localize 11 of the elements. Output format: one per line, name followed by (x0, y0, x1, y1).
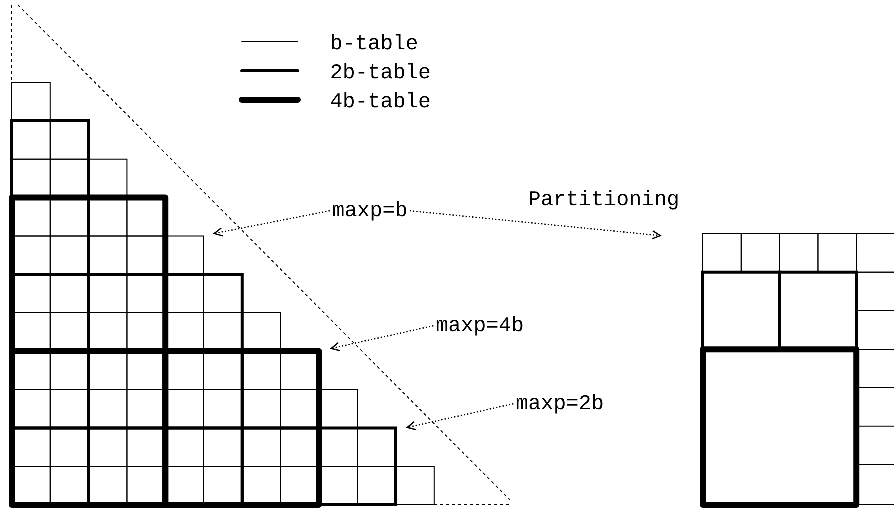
legend-label: b-table (332, 34, 418, 50)
leader-arrow (406, 403, 514, 430)
leader-arrow (330, 325, 434, 352)
leader-arrow (410, 210, 662, 240)
leader-arrow (213, 210, 330, 237)
annotation-label: maxp=2b (516, 394, 603, 414)
annotation-label: maxp=4b (436, 316, 523, 336)
legend-label: 2b-table (332, 63, 430, 79)
annotation-label: maxp=b (333, 201, 406, 221)
legend-label: 4b-table (331, 92, 430, 108)
annotation-text: Partitioning (530, 190, 678, 210)
